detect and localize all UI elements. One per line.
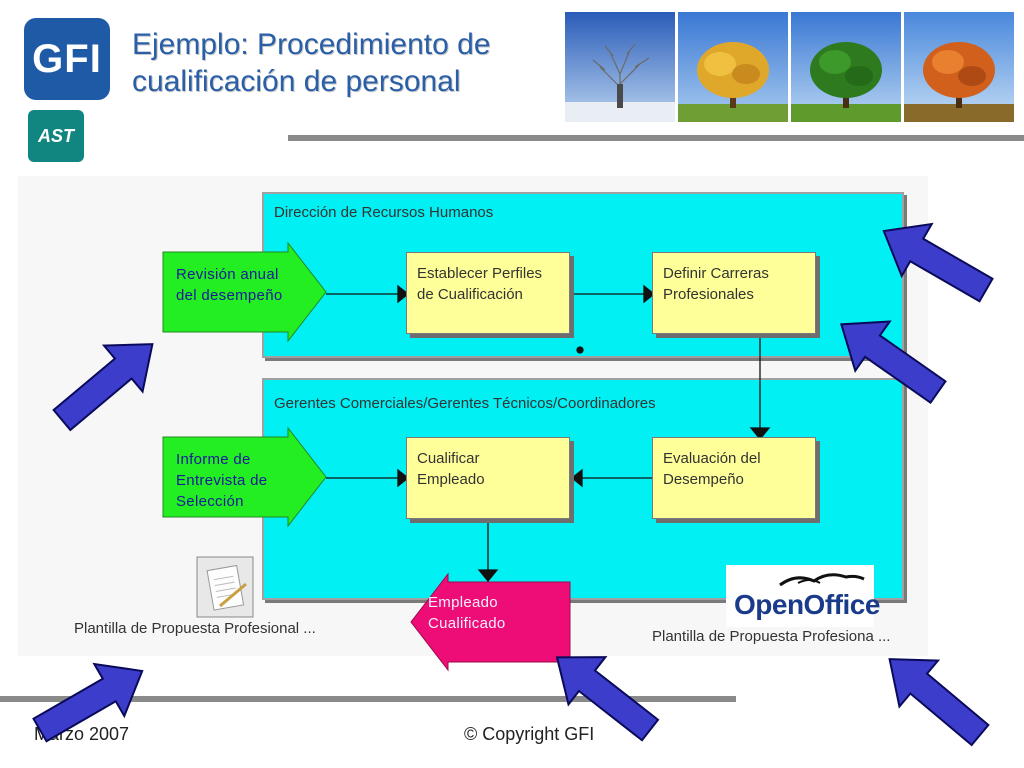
arrowhead	[749, 427, 771, 441]
ast-logo: AST	[28, 110, 84, 162]
node-informe-shape	[162, 426, 327, 528]
arrowhead	[643, 284, 656, 304]
title-line-1: Ejemplo: Procedimiento de	[132, 28, 491, 61]
autumn-yellow-tree-image	[678, 12, 788, 122]
slide-title: Ejemplo: Procedimiento de cualificación …	[132, 26, 552, 100]
seagull-icon	[779, 573, 865, 587]
header-divider	[288, 135, 1024, 141]
autumn-red-tree-image	[904, 12, 1014, 122]
node-empleado: Empleado Cualificado	[428, 594, 506, 632]
gfi-logo: GFI	[24, 18, 110, 100]
junction-dot	[576, 346, 584, 354]
arrowhead	[397, 284, 410, 304]
left-template-label: Plantilla de Propuesta Profesional ...	[74, 620, 316, 637]
lane-rrhh-label: Dirección de Recursos Humanos	[274, 204, 494, 221]
summer-tree-image	[791, 12, 901, 122]
arrowhead	[570, 468, 583, 488]
node-evaluacion: Evaluación del Desempeño	[652, 437, 816, 519]
right-template-label: Plantilla de Propuesta Profesiona ...	[652, 628, 891, 645]
arrowhead	[397, 468, 410, 488]
lane-gerentes-label: Gerentes Comerciales/Gerentes Técnicos/C…	[274, 395, 656, 412]
footer-copyright: © Copyright GFI	[464, 724, 595, 744]
footer-date: Marzo 2007	[34, 724, 130, 744]
node-establecer: Establecer Perfiles de Cualificación	[406, 252, 570, 334]
footer-divider	[0, 696, 736, 702]
openoffice-wordmark: OpenOffice	[734, 589, 880, 620]
node-definir: Definir Carreras Profesionales	[652, 252, 816, 334]
openoffice-logo: OpenOffice	[726, 565, 880, 627]
winter-tree-image	[565, 12, 675, 122]
node-informe: Informe de Entrevista de Selección	[176, 451, 268, 510]
node-cualificar: Cualificar Empleado	[406, 437, 570, 519]
node-revision: Revisión anual del desempeño	[176, 266, 283, 304]
arrowhead	[477, 569, 499, 583]
title-line-2: cualificación de personal	[132, 65, 461, 98]
node-revision-shape	[162, 241, 327, 343]
document-icon	[196, 556, 254, 618]
node-empleado-shape	[410, 572, 571, 672]
